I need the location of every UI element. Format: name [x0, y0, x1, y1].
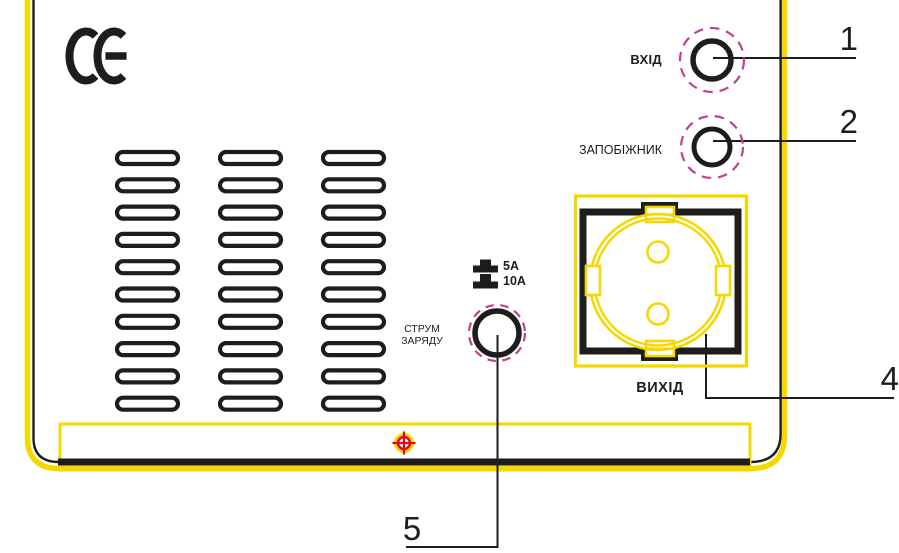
vent-slot — [320, 204, 387, 221]
ce-mark — [65, 27, 127, 85]
input-highlight-ring — [678, 26, 746, 94]
vent-slot — [114, 341, 181, 358]
vent-slot — [217, 204, 284, 221]
vent-slot — [114, 313, 181, 330]
vent-slot — [320, 149, 387, 167]
registration-mark-icon — [392, 431, 416, 455]
socket-well-outer-ring — [588, 212, 728, 352]
fuse-holder — [679, 114, 745, 180]
socket-yellow-frame — [573, 194, 749, 368]
bottom-trim-bar — [58, 422, 752, 472]
vent-slot — [114, 231, 181, 248]
callout-number-5: 5 — [402, 510, 422, 547]
vent-slot — [320, 231, 387, 248]
vent-slot — [217, 286, 284, 303]
fuse-label: ЗАПОБІЖНИК — [579, 143, 662, 157]
vent-grid — [114, 149, 387, 412]
socket-earth-clip-left — [584, 264, 602, 297]
input-label: ВХІД — [630, 52, 662, 67]
vent-slot — [217, 341, 284, 358]
vent-slot — [217, 231, 284, 248]
vent-slot — [114, 259, 181, 276]
current-5a-label: 5A — [503, 259, 519, 273]
vent-slot — [114, 368, 181, 385]
vent-slot — [217, 368, 284, 385]
vent-slot — [217, 313, 284, 330]
vent-slot — [320, 177, 387, 194]
callout-number-4: 4 — [880, 360, 899, 397]
output-socket — [573, 194, 749, 368]
knob-highlight-ring — [467, 303, 527, 363]
socket-earth-clip-right — [714, 264, 732, 297]
vent-slot — [114, 177, 181, 194]
vent-slot — [114, 204, 181, 221]
callout-number-2: 2 — [839, 103, 858, 140]
output-label: ВИХІД — [636, 380, 684, 396]
callout-leader-lines — [406, 57, 894, 548]
socket-well-inner-ring — [593, 217, 723, 347]
vent-slot — [217, 395, 284, 412]
current-10a-label: 10A — [503, 274, 526, 288]
vent-slot — [114, 149, 181, 167]
vent-slot — [114, 286, 181, 303]
fuse-highlight-ring — [679, 114, 745, 180]
vent-slot — [320, 286, 387, 303]
vent-slot — [320, 259, 387, 276]
callout-number-1: 1 — [839, 20, 858, 57]
charge-current-knob — [467, 303, 527, 363]
vent-slot — [217, 149, 284, 167]
vent-slot — [320, 341, 387, 358]
button-out-icon — [473, 259, 498, 273]
charge-current-label-line1: СТРУМ — [404, 323, 440, 335]
charge-current-label: СТРУМ ЗАРЯДУ — [396, 323, 448, 347]
vent-slot — [114, 395, 181, 412]
charge-current-label-line2: ЗАРЯДУ — [401, 334, 443, 347]
vent-slot — [320, 368, 387, 385]
leader-line-5 — [406, 335, 499, 548]
vent-slot — [320, 313, 387, 330]
button-in-icon — [473, 274, 498, 289]
input-connector — [678, 26, 746, 94]
socket-pin-hole-bottom — [646, 302, 670, 326]
vent-slot — [217, 177, 284, 194]
leader-line-4 — [705, 334, 894, 399]
socket-pin-hole-top — [646, 240, 670, 264]
vent-slot — [217, 259, 284, 276]
vent-slot — [320, 395, 387, 412]
bottom-trim-black-line — [58, 458, 750, 466]
